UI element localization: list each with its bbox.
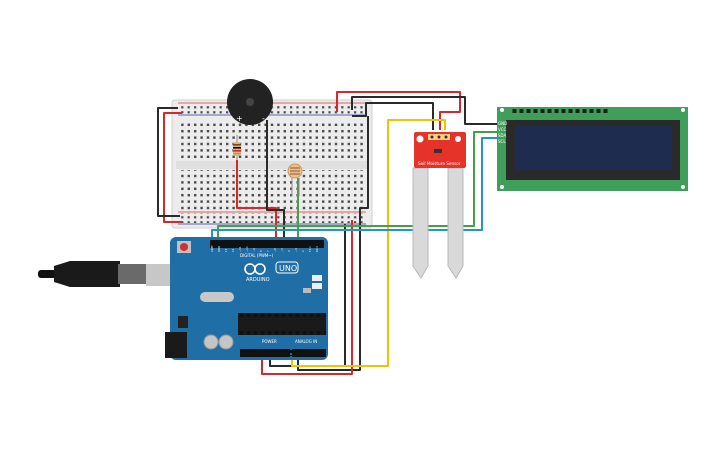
lcd-pin-label: SCL [498,139,506,144]
digital-pin-label: 8 [259,250,263,252]
wire-red-5v [261,220,353,375]
wire-yellow-sensor [291,119,446,367]
lcd-pin-label: VCC [498,127,507,132]
atmega-chip [238,313,326,335]
digital-pin-label: ~11 [238,246,242,252]
wire-red-resistor [236,160,277,240]
digital-pin-label: RX 0 [315,246,319,252]
analog-header-label: ANALOG IN [295,339,317,344]
soil-sensor-label: Soil Moisture Sensor [418,161,461,166]
digital-header-label: DIGITAL (PWM~) [240,253,274,258]
top-power-rail [180,104,364,114]
resistor[interactable] [233,135,241,160]
digital-pin-label: TX 1 [308,246,312,252]
wire-red-left-rail [163,112,182,223]
digital-pin-label: 13 [224,248,228,252]
arduino-model: UNO [279,264,297,273]
arduino-brand: ARDUINO [246,277,270,283]
digital-pin-label: 4 [287,250,291,252]
breadboard[interactable] [171,99,373,229]
wire-black-sensor [352,102,434,130]
bottom-terminal-strip [180,170,364,210]
piezo-buzzer[interactable]: + - [227,79,273,125]
wire-black-top [351,96,498,125]
lcd-screen [515,126,672,170]
soil-moisture-sensor[interactable]: Soil Moisture Sensor [412,132,466,279]
wire-black-right [297,116,369,371]
arduino-logo: ARDUINO UNO [244,261,299,283]
lcd-header-pins [510,109,610,113]
digital-pin-label: GND [217,246,221,252]
digital-pin-label: 12 [231,248,235,252]
wire-black-left-rail [157,107,180,217]
top-terminal-strip [180,120,364,160]
photoresistor[interactable] [287,163,303,196]
bottom-power-rail [180,213,364,223]
usb-cable [38,261,172,287]
digital-pin-label: ~9 [252,248,256,252]
digital-pin-label: 2 [301,250,305,252]
wire-blue-scl [211,137,498,240]
power-header-label: POWER [262,339,277,344]
buzzer-plus-label: + [236,114,243,123]
digital-pin-label: AREF [210,245,214,252]
lcd-pin-label: GND [498,121,507,126]
buzzer-minus-label: - [262,114,265,123]
digital-pin-label: ~10 [245,246,249,252]
digital-pin-label: 7 [266,250,270,252]
wire-red-top [336,91,461,130]
digital-pin-label: ~6 [273,248,277,252]
reset-button[interactable] [180,243,188,251]
digital-pin-label: ~3 [294,248,298,252]
lcd-pin-label: SDA [498,133,507,138]
wires [157,91,498,375]
digital-pin-label: ~5 [280,248,284,252]
